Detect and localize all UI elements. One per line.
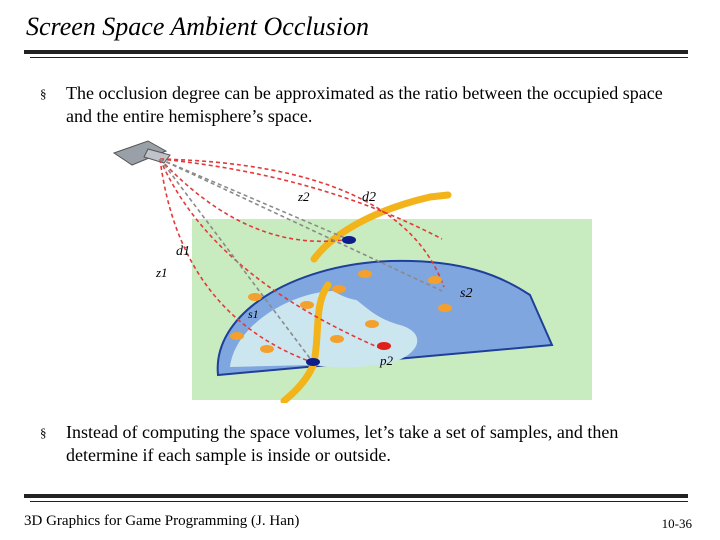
slide-number: 10-36	[661, 516, 692, 531]
ray-red-2	[159, 158, 445, 288]
label-z1: z1	[155, 265, 168, 280]
projection-point	[377, 342, 391, 350]
ray-gray-1	[159, 158, 443, 292]
ray-gray-2	[159, 158, 313, 362]
slide-title: Screen Space Ambient Occlusion	[26, 12, 369, 41]
occluded-region	[230, 290, 418, 368]
bullet-2-text: Instead of computing the space volumes, …	[66, 422, 619, 465]
bullet-1-text: The occlusion degree can be approximated…	[66, 83, 663, 126]
bullet-2: § Instead of computing the space volumes…	[40, 421, 680, 467]
label-s2: s2	[460, 286, 472, 301]
sample-point	[260, 345, 274, 353]
ray-red-3	[159, 158, 315, 364]
sample-point	[358, 270, 372, 278]
sample-point	[438, 304, 452, 312]
surface-point-lower	[306, 358, 320, 366]
bullet-marker: §	[40, 425, 47, 440]
surface-curve	[310, 191, 452, 263]
label-s1: s1	[248, 307, 259, 321]
title-rule-thin	[30, 57, 688, 58]
sample-point	[365, 320, 379, 328]
sample-point	[330, 335, 344, 343]
label-p2: p2	[379, 353, 394, 368]
title-rule	[24, 50, 688, 54]
footer-rule-thin	[30, 501, 688, 502]
footer-course: 3D Graphics for Game Programming (J. Han…	[24, 513, 300, 529]
sample-point	[428, 276, 442, 284]
sample-point	[248, 293, 262, 301]
ray-red-5	[159, 158, 383, 350]
ssao-diagram: z2 d2 d1 z1 s1 s2 p2	[112, 140, 592, 403]
sample-point	[332, 285, 346, 293]
label-d2: d2	[362, 190, 376, 205]
surface-point-upper	[342, 236, 356, 244]
occluded-region-upper	[326, 266, 416, 302]
label-z2: z2	[297, 189, 310, 204]
sample-point	[300, 301, 314, 309]
bullet-1: § The occlusion degree can be approximat…	[40, 82, 680, 128]
label-d1: d1	[176, 244, 190, 259]
sample-points	[230, 270, 452, 353]
sample-point	[230, 332, 244, 340]
ray-red-4	[159, 158, 351, 243]
bullet-marker: §	[40, 86, 47, 101]
footer-rule	[24, 494, 688, 498]
